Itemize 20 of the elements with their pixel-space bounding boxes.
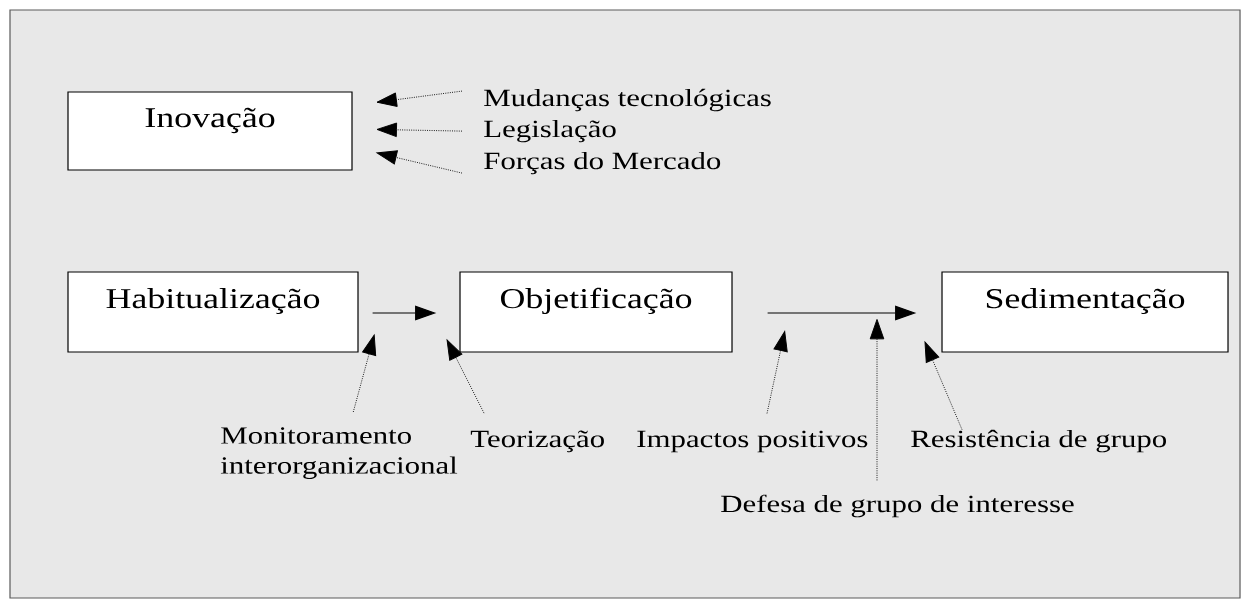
factor-label: Mudanças tecnológicas (484, 88, 771, 112)
factor-label: Resistência de grupo (911, 429, 1166, 453)
factor-label: Monitoramento interorganizacional (220, 427, 458, 479)
arrow (376, 122, 463, 138)
arrow (376, 150, 463, 174)
stage-box: Habitualização (67, 271, 359, 353)
factor-label: Defesa de grupo de interesse (721, 494, 1074, 518)
arrow (352, 334, 377, 413)
stage-box: Sedimentação (941, 271, 1229, 353)
factor-label: Forças do Mercado (484, 151, 721, 175)
arrow (924, 341, 963, 431)
factor-label: Legislação (484, 119, 616, 143)
arrow (869, 318, 885, 481)
arrow (766, 330, 788, 414)
factor-label: Impactos positivos (637, 430, 868, 453)
stage-box: Inovação (67, 91, 353, 171)
arrow (376, 90, 463, 107)
arrow (446, 339, 485, 414)
stage-box: Objetificação (459, 271, 733, 353)
factor-label: Teorização (470, 430, 604, 453)
